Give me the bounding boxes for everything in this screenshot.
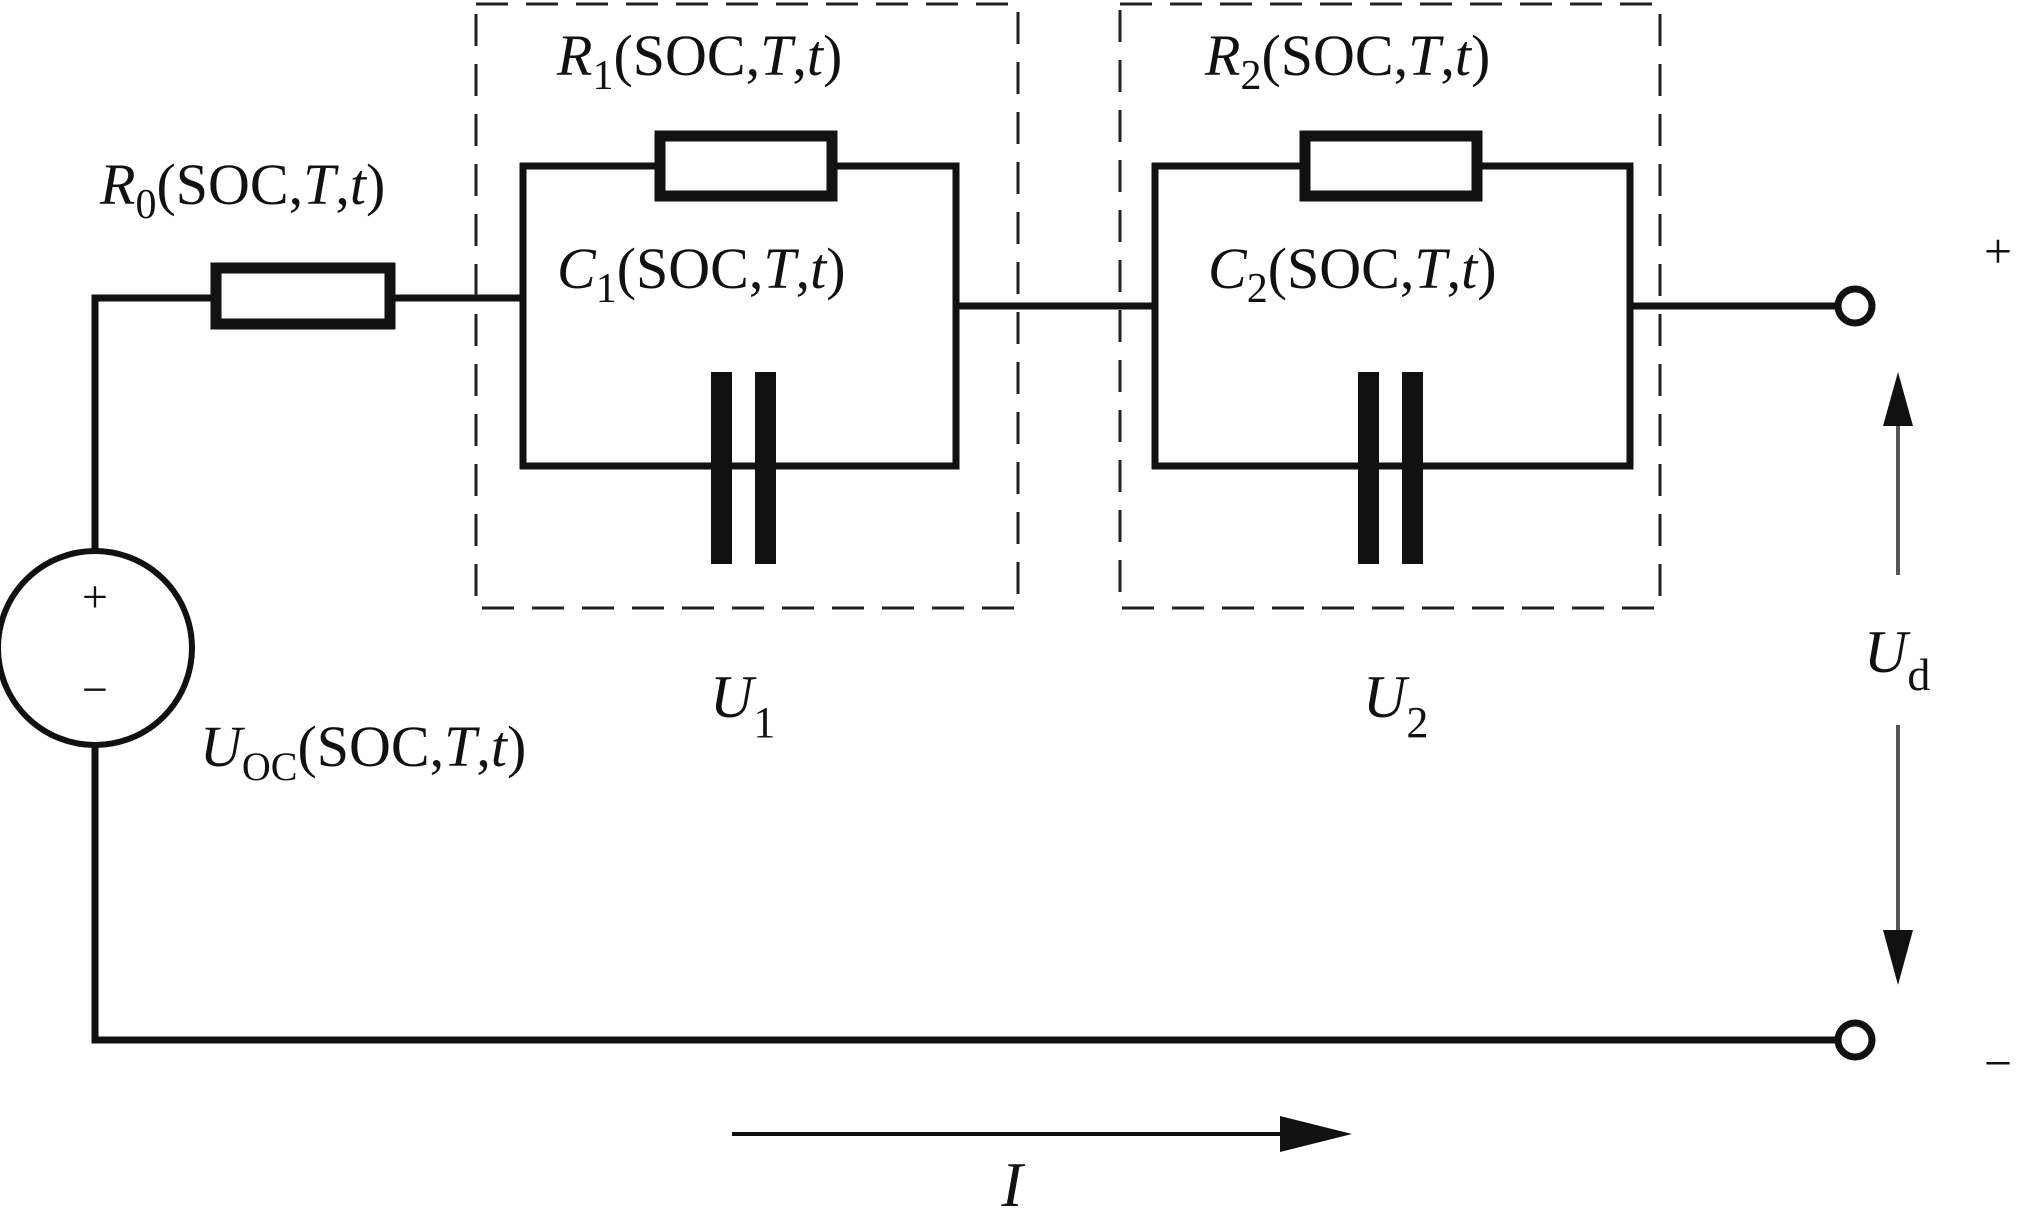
wire-left-top: [91, 294, 216, 559]
current-arrow-head: [1280, 1116, 1352, 1152]
label-r1: R1(SOC,T,t): [556, 23, 842, 99]
label-r2: R2(SOC,T,t): [1204, 23, 1490, 99]
capacitor-c1-plate-right: [755, 372, 776, 564]
capacitor-c2: [1358, 372, 1423, 564]
label-uoc: UOC(SOC,T,t): [200, 714, 526, 789]
output-terminal-positive: [1834, 285, 1876, 327]
wire-return: [91, 741, 1844, 1044]
label-r0: R0(SOC,T,t): [99, 152, 385, 228]
voltage-source: [0, 548, 195, 748]
rc-block-1-boundary: [474, 2, 1020, 610]
output-terminal-negative: [1834, 1019, 1876, 1061]
source-plus-sign: +: [82, 571, 108, 622]
voltage-arrow-up-head: [1883, 372, 1913, 426]
resistor-r2: [1299, 130, 1483, 202]
capacitor-c1-plate-left: [711, 372, 732, 564]
capacitor-c1: [711, 372, 776, 564]
label-u1: U1: [710, 664, 775, 747]
label-c1: C1(SOC,T,t): [557, 236, 846, 312]
source-minus-sign: −: [82, 664, 108, 715]
resistor-r0: [210, 262, 396, 330]
capacitor-c2-plate-left: [1358, 372, 1379, 564]
voltage-arrow-down-head: [1883, 930, 1913, 985]
label-current: I: [1000, 1149, 1025, 1211]
output-voltage-arrow: [1883, 372, 1913, 985]
capacitor-c2-plate-right: [1402, 372, 1423, 564]
rc-block-2-boundary: [1118, 2, 1662, 610]
label-ud: Ud: [1864, 619, 1930, 700]
current-arrow: [732, 1116, 1352, 1152]
label-u2: U2: [1363, 664, 1428, 747]
resistor-r1: [654, 130, 838, 202]
terminal-minus-sign: −: [1984, 1035, 2012, 1091]
terminal-plus-sign: +: [1984, 223, 2012, 279]
label-c2: C2(SOC,T,t): [1208, 236, 1497, 312]
